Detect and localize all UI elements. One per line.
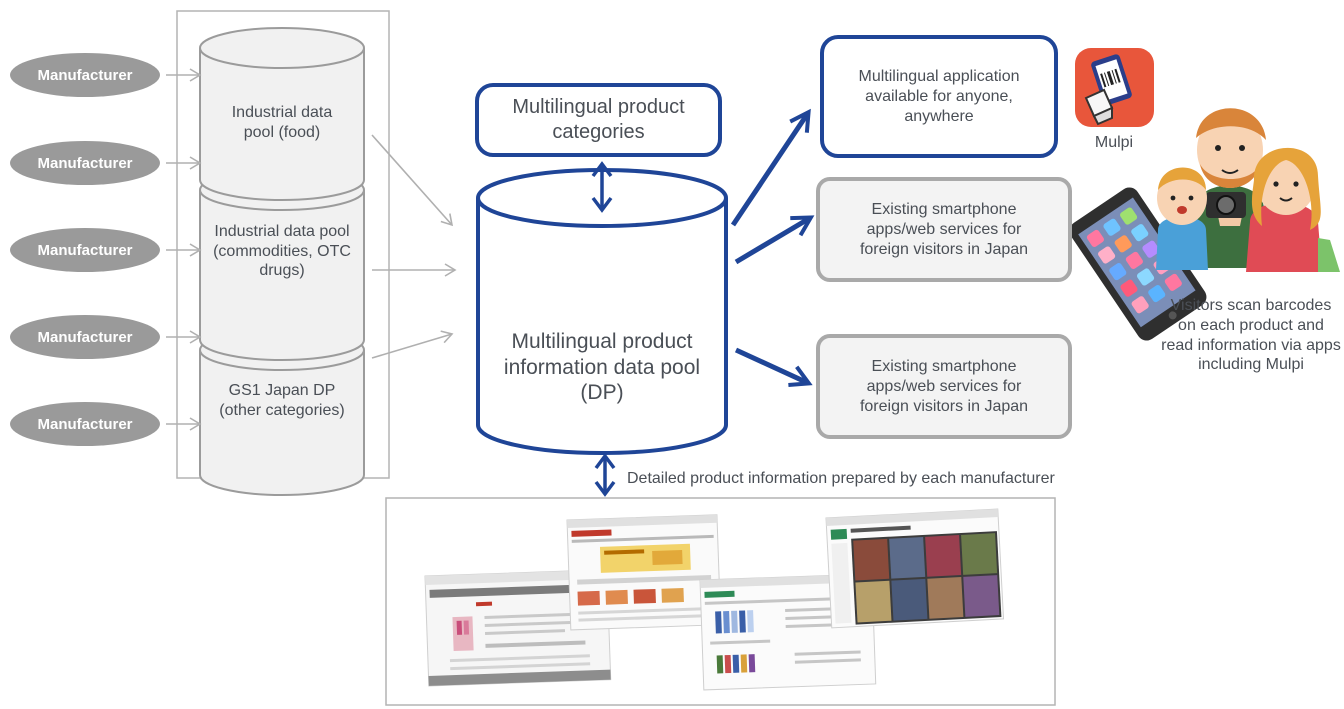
website-screenshot: [566, 514, 722, 631]
multilingual-app-box: Multilingual application available for a…: [820, 35, 1058, 158]
product-categories-label: Multilingual product categories: [512, 96, 685, 143]
existing-services-label-2: Existing smartphone apps/web services fo…: [859, 357, 1029, 415]
dp-to-app-arrow: [730, 108, 811, 227]
manufacturer-oval: Manufacturer: [10, 53, 160, 97]
central-dp-label: Multilingual product information data po…: [503, 330, 701, 405]
existing-services-box-2: Existing smartphone apps/web services fo…: [816, 334, 1072, 439]
dp-to-existing-2-arrow: [734, 347, 813, 388]
existing-services-box-1: Existing smartphone apps/web services fo…: [816, 177, 1072, 282]
visitors-caption: Visitors scan barcodes on each product a…: [1161, 297, 1341, 374]
existing-services-label-1: Existing smartphone apps/web services fo…: [859, 200, 1029, 258]
mulpi-app-name: Mulpi: [1094, 134, 1134, 151]
pool-to-dp-arrow: [371, 330, 454, 359]
detail-caption: Detailed product information prepared by…: [627, 470, 1055, 487]
food-pool-label: Industrial data pool (food): [231, 104, 333, 141]
product-categories-box: Multilingual product categories: [475, 83, 722, 157]
barcode-scanner-app-icon: [1075, 48, 1154, 127]
food-pool-cylinder: [199, 27, 365, 201]
manufacturer-oval: Manufacturer: [10, 228, 160, 272]
pool-to-dp-arrow: [371, 134, 454, 227]
manufacturer-oval: Manufacturer: [10, 402, 160, 446]
manufacturer-oval: Manufacturer: [10, 315, 160, 359]
manufacturer-oval: Manufacturer: [10, 141, 160, 185]
dp-to-existing-1-arrow: [734, 215, 815, 265]
commodities-pool-label: Industrial data pool (commodities, OTC d…: [213, 223, 351, 280]
tourists-illustration: [1156, 108, 1340, 272]
website-screenshot: [825, 508, 1005, 629]
smartphone-illustration: [1069, 187, 1207, 341]
gs1-pool-label: GS1 Japan DP (other categories): [219, 382, 345, 419]
multilingual-app-label: Multilingual application available for a…: [858, 67, 1020, 125]
